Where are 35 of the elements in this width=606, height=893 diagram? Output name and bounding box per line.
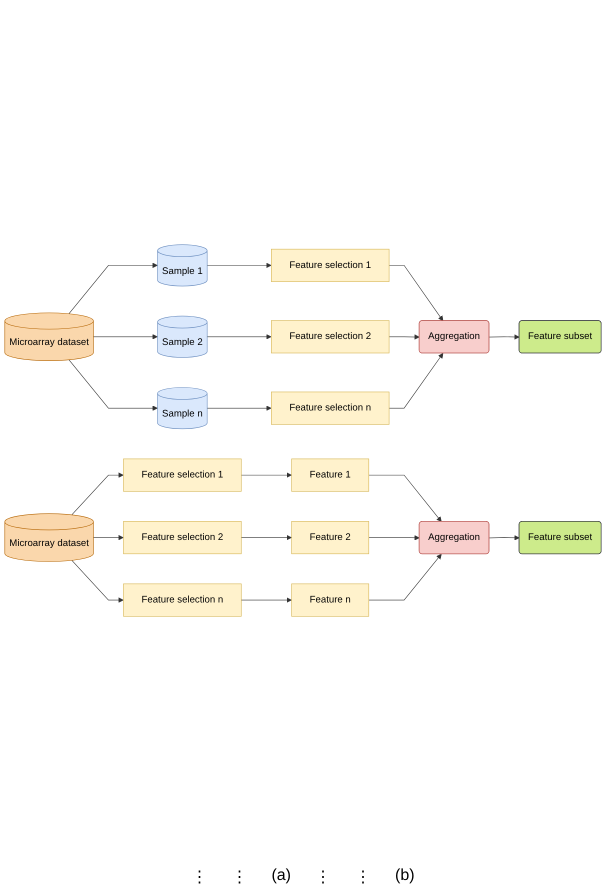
- ellipsis-mark: ⋮: [231, 868, 248, 887]
- node-box: Feature selection n: [271, 392, 390, 425]
- arrow: [206, 334, 272, 340]
- arrow: [388, 334, 420, 340]
- arrow: [206, 406, 272, 411]
- arrow: [68, 360, 158, 411]
- arrow: [240, 472, 292, 478]
- node-box: Feature 2: [291, 521, 370, 554]
- arrow: [72, 560, 124, 603]
- arrow: [388, 353, 444, 408]
- arrow: [206, 262, 272, 268]
- ellipsis-mark: ⋮: [191, 868, 208, 887]
- ellipsis-mark: ⋮: [355, 868, 371, 887]
- arrow: [489, 334, 520, 340]
- node-box: Feature selection 2: [123, 521, 242, 554]
- arrow: [72, 472, 124, 516]
- node-box: Feature selection 1: [271, 248, 390, 282]
- ellipsis-mark: ⋮: [315, 868, 331, 887]
- node-box: Feature 1: [291, 458, 370, 492]
- arrow: [489, 535, 520, 540]
- node-box: Feature selection n: [123, 584, 242, 617]
- node-box: Feature selection 2: [271, 320, 390, 354]
- arrow: [68, 262, 158, 314]
- arrow: [93, 534, 124, 540]
- arrow: [368, 535, 420, 540]
- arrow: [388, 265, 444, 322]
- panel-caption: (a): [271, 867, 291, 886]
- node-box: Feature selection 1: [123, 458, 242, 492]
- panel-caption: (b): [395, 867, 415, 886]
- arrow: [240, 534, 292, 540]
- arrow: [240, 597, 292, 603]
- arrow: [93, 334, 158, 340]
- node-box: Feature n: [291, 584, 370, 617]
- arrow: [368, 474, 442, 522]
- arrow: [368, 554, 442, 600]
